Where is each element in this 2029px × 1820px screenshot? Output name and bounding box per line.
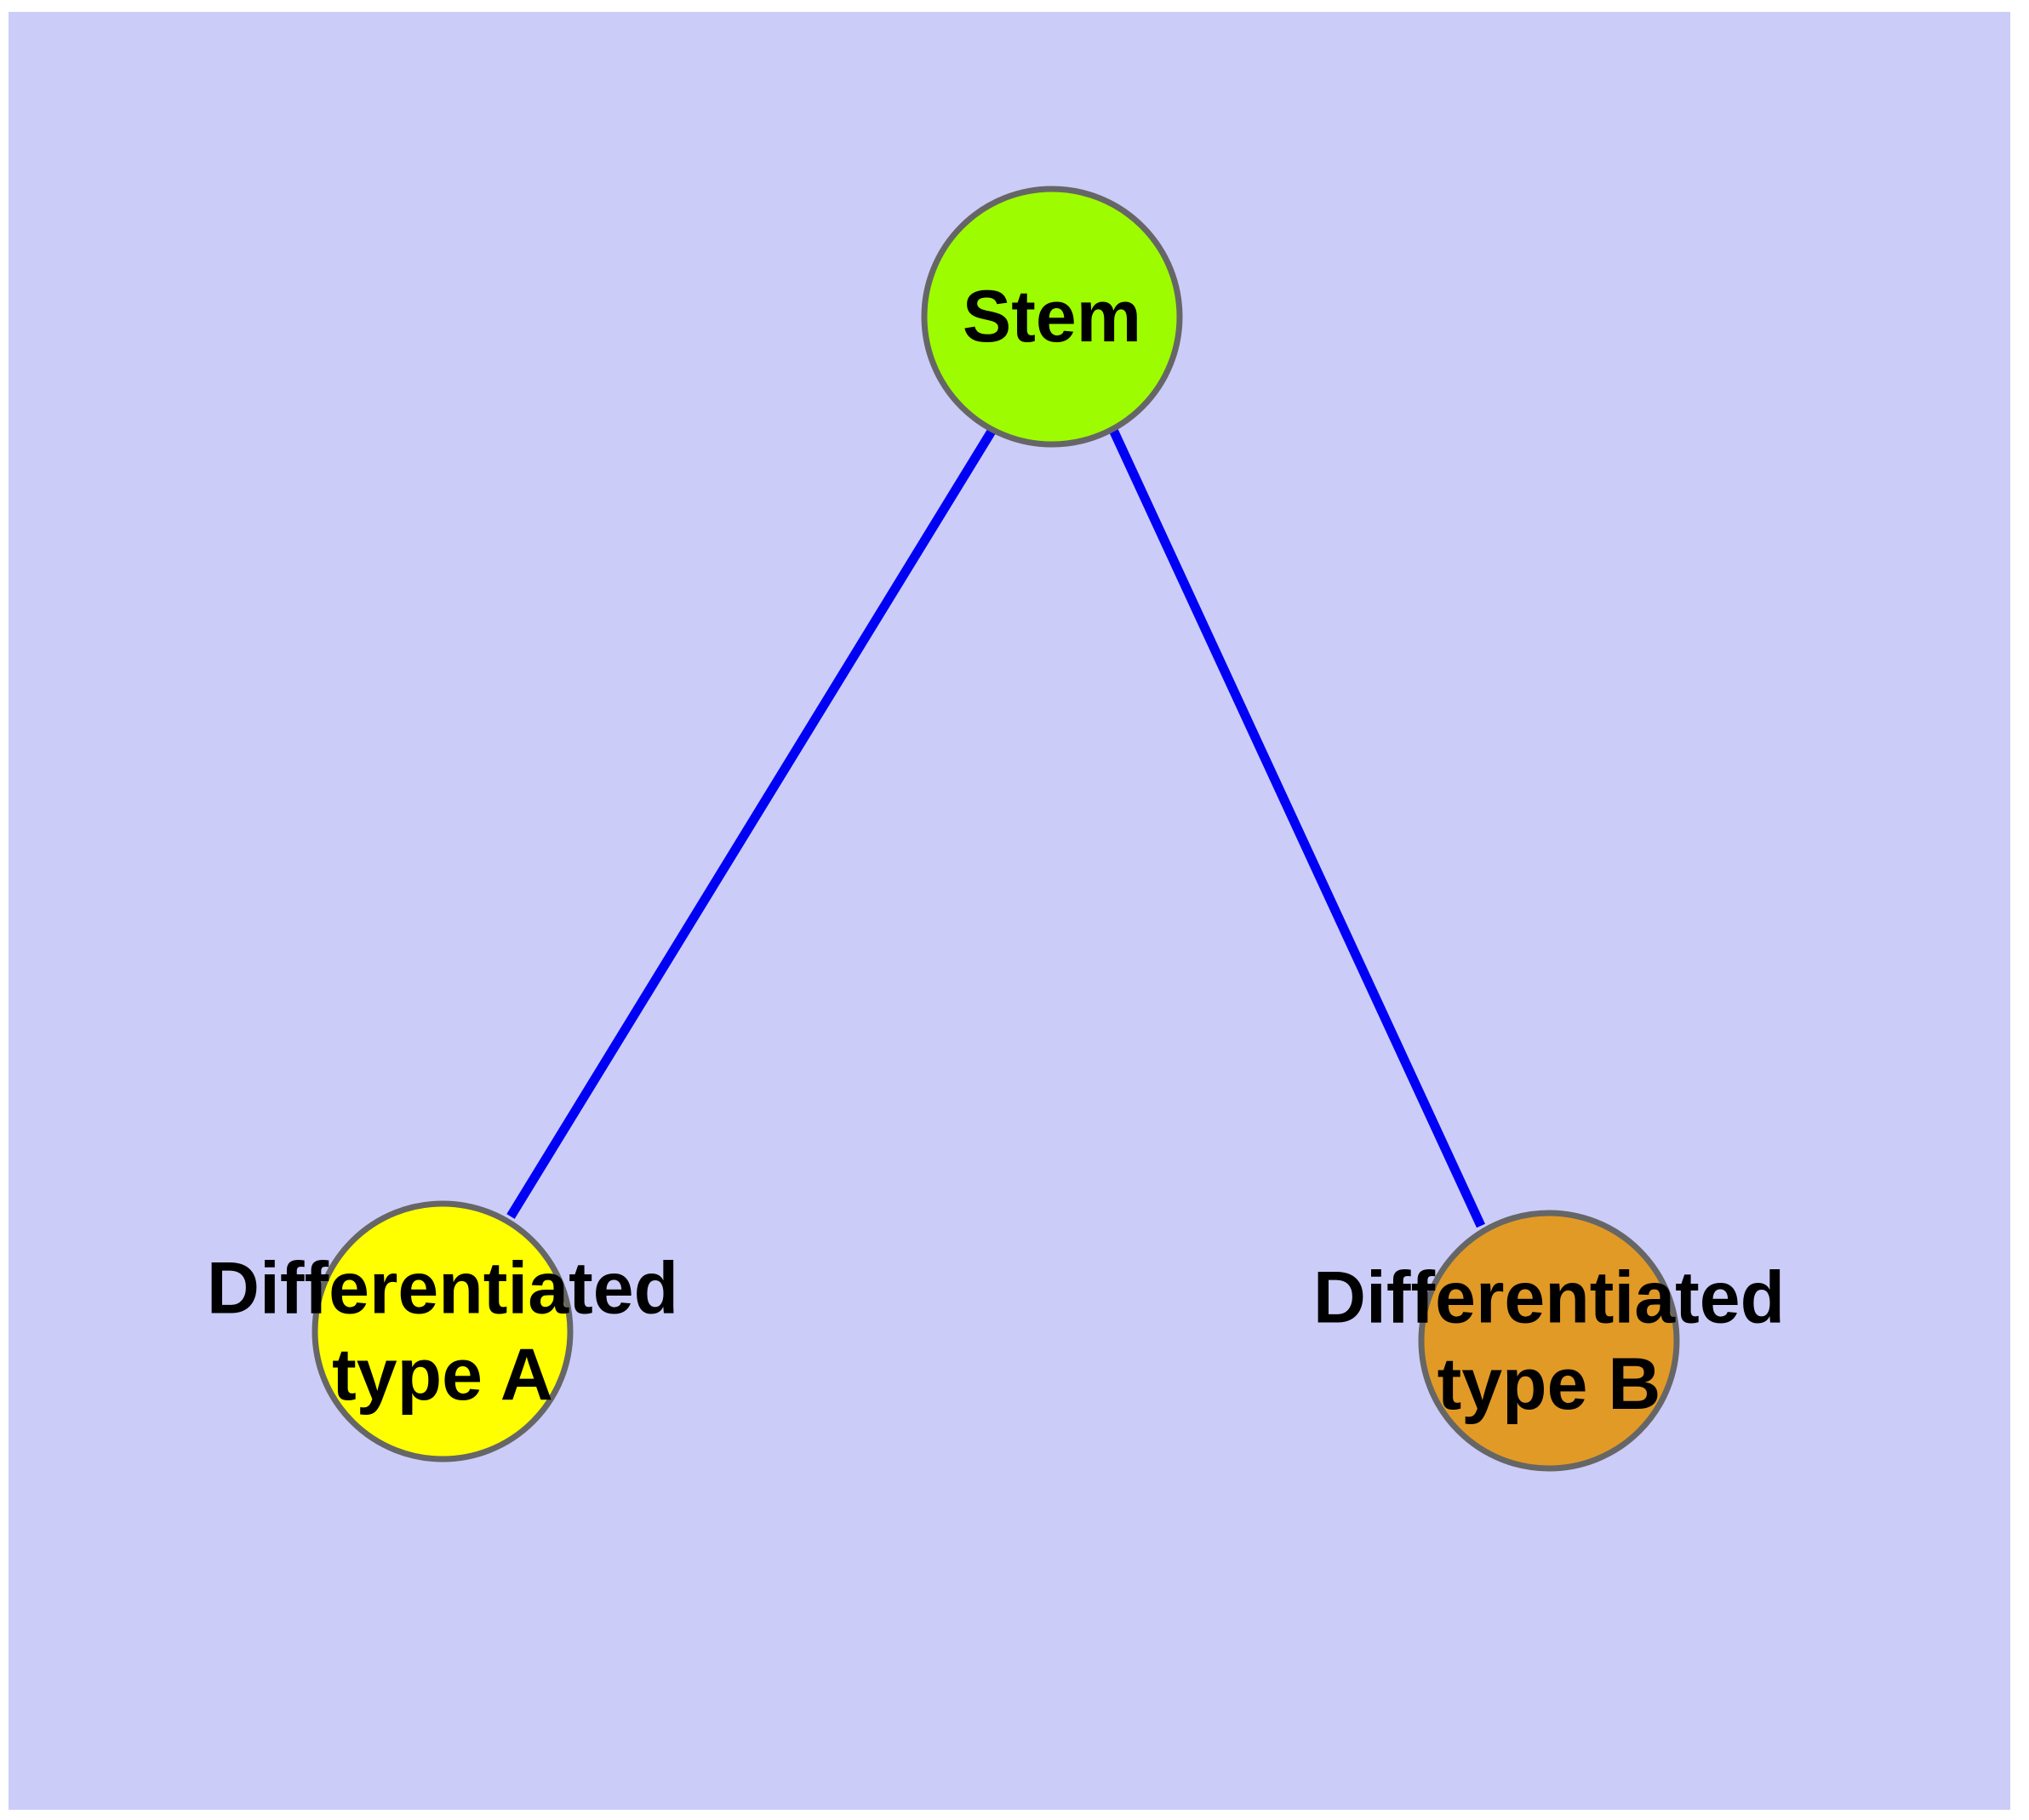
node-differentiated-type-a-circle[interactable]: [311, 1200, 574, 1462]
node-stem[interactable]: Stem: [921, 186, 1183, 448]
node-differentiated-type-b-circle[interactable]: [1418, 1210, 1680, 1472]
label-line: type A: [332, 1334, 553, 1416]
label-line: Stem: [963, 276, 1141, 358]
edge-stem-to-differentiated-type-b[interactable]: [1109, 427, 1485, 1228]
edge-stem-to-differentiated-type-a[interactable]: [506, 427, 997, 1219]
label-line: Differentiated: [207, 1248, 678, 1330]
label-line: type B: [1437, 1343, 1661, 1425]
node-stem-circle[interactable]: [921, 186, 1183, 448]
label-line: Differentiated: [1313, 1257, 1785, 1339]
edges-group: [506, 427, 1485, 1228]
node-stem-label: Stem: [963, 276, 1141, 358]
